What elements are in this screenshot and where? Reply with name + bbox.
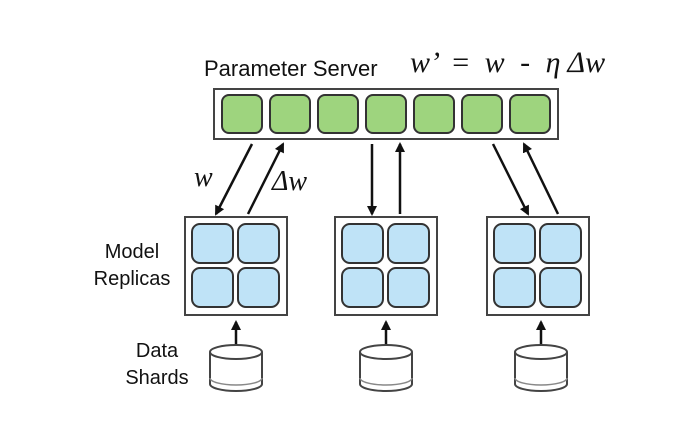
model-replica-cell bbox=[237, 223, 280, 264]
equation-eta: η bbox=[546, 46, 561, 79]
parameter-server-cell bbox=[269, 94, 311, 134]
parameter-server-cells bbox=[221, 94, 551, 134]
model-replicas-label-line1: Model bbox=[105, 241, 159, 263]
data-shard-cylinder-top bbox=[209, 344, 263, 360]
data-shard-cylinder-body bbox=[359, 352, 413, 392]
model-replica-cell bbox=[341, 267, 384, 308]
equation-delta-w: Δw bbox=[566, 46, 605, 79]
parameter-server-cell bbox=[221, 94, 263, 134]
data-shard bbox=[514, 320, 568, 392]
parameter-server-label: Parameter Server bbox=[204, 56, 378, 81]
update-rule-equation: w’ = w - η Δw bbox=[410, 46, 605, 79]
data-shard-cylinder-band bbox=[514, 377, 568, 386]
model-replica-cell bbox=[341, 223, 384, 264]
model-replica-cell bbox=[237, 267, 280, 308]
arrow-delta-w-up-1 bbox=[246, 142, 285, 215]
parameter-server-cell bbox=[509, 94, 551, 134]
model-replicas-label-line2: Replicas bbox=[94, 268, 171, 290]
equation-equals: = bbox=[452, 46, 469, 79]
arrow-w-down-1 bbox=[214, 143, 254, 216]
data-shard-cylinder-top bbox=[359, 344, 413, 360]
data-shard bbox=[209, 320, 263, 392]
model-replica-cell bbox=[387, 267, 430, 308]
parameter-server-cell bbox=[365, 94, 407, 134]
arrow-label-delta-w: Δw bbox=[271, 166, 307, 197]
data-shard-cylinder-band bbox=[359, 377, 413, 386]
arrow-w-down-3 bbox=[491, 143, 530, 216]
model-replica-cell bbox=[493, 223, 536, 264]
data-shards bbox=[209, 320, 568, 392]
model-replica bbox=[334, 216, 438, 316]
data-shards-label-line1: Data bbox=[136, 340, 179, 362]
model-replica-cell bbox=[493, 267, 536, 308]
equation-w: w bbox=[485, 46, 505, 79]
equation-minus: - bbox=[520, 46, 530, 79]
parameter-server-cell bbox=[413, 94, 455, 134]
parameter-server-cell bbox=[317, 94, 359, 134]
data-shards-label-line2: Shards bbox=[125, 367, 188, 389]
data-shard bbox=[359, 320, 413, 392]
model-replica bbox=[184, 216, 288, 316]
model-replica-cell bbox=[539, 223, 582, 264]
arrow-label-w: w bbox=[194, 162, 213, 193]
data-shard-cylinder-body bbox=[514, 352, 568, 392]
model-replicas bbox=[184, 216, 590, 316]
data-shard-cylinder-body bbox=[209, 352, 263, 392]
parameter-server-cell bbox=[461, 94, 503, 134]
data-shard-cylinder-band bbox=[209, 377, 263, 386]
arrow-delta-w-up-3 bbox=[522, 142, 560, 215]
model-replica-cell bbox=[191, 267, 234, 308]
model-replica-cell bbox=[191, 223, 234, 264]
equation-lhs: w’ bbox=[410, 46, 440, 79]
model-replica-cell bbox=[539, 267, 582, 308]
data-shard-cylinder-top bbox=[514, 344, 568, 360]
model-replica-cell bbox=[387, 223, 430, 264]
model-replica bbox=[486, 216, 590, 316]
